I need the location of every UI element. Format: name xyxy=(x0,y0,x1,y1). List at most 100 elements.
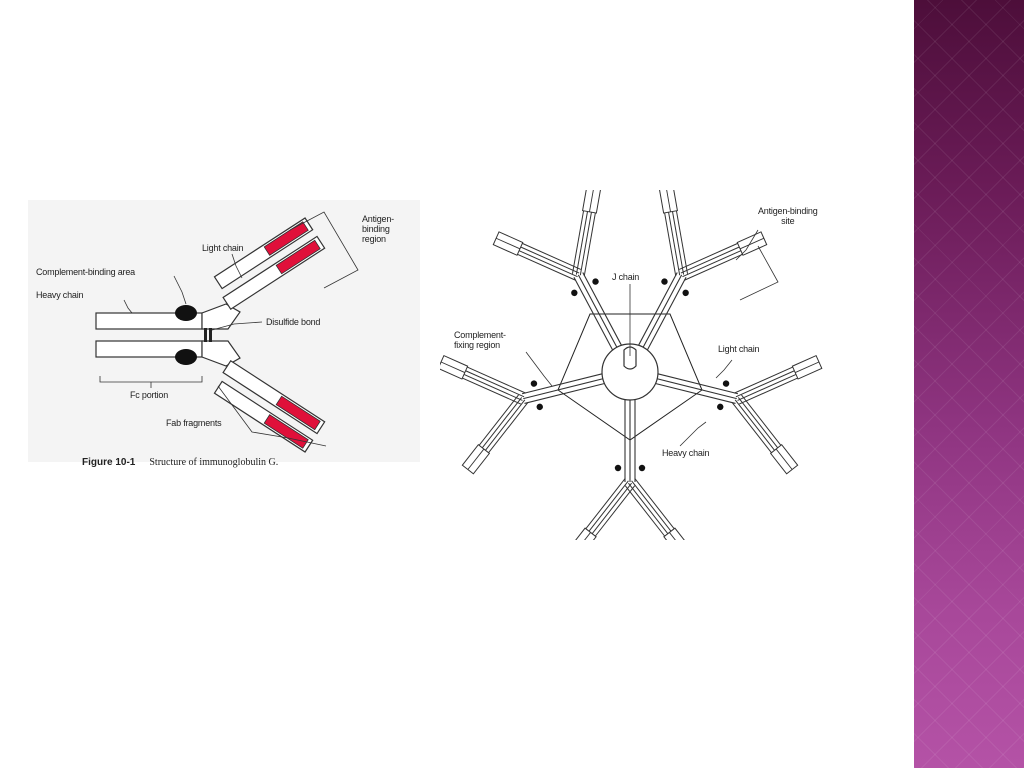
lower-heavy-variable xyxy=(275,395,321,431)
complement-binding-area-lower xyxy=(175,349,197,365)
variable-region-split xyxy=(795,361,820,373)
chain-line xyxy=(734,399,775,451)
chain-line xyxy=(737,373,797,401)
j-chain-loop xyxy=(623,346,637,370)
chain-line xyxy=(583,212,596,277)
leader-light-chain xyxy=(231,253,243,279)
chain-line xyxy=(668,212,681,276)
chain-line xyxy=(634,477,675,530)
chain-line xyxy=(467,366,526,394)
chain-line xyxy=(624,485,666,537)
chain-line xyxy=(522,242,582,270)
label-light-chain: Light chain xyxy=(202,243,244,253)
complement-fixing-dot xyxy=(661,278,668,285)
variable-region-box xyxy=(568,527,597,540)
chain-line xyxy=(664,212,677,277)
upper-fab-arm xyxy=(213,217,326,311)
heavy-chain-stem-line xyxy=(642,274,683,348)
complement-fixing-dot xyxy=(536,403,543,411)
igg-diagram xyxy=(95,211,359,453)
chain-line xyxy=(672,211,685,275)
variable-region-split xyxy=(775,448,793,470)
chain-line xyxy=(518,250,578,278)
chain-line xyxy=(485,399,526,451)
chain-line xyxy=(481,397,523,449)
igg-structure-figure: Antigen- binding region Light chain Comp… xyxy=(28,200,420,468)
igm-monomer-unit xyxy=(568,400,692,540)
heavy-chain-stem-line xyxy=(655,383,736,404)
chain-line xyxy=(735,370,795,398)
label-fc-portion: Fc portion xyxy=(130,390,169,400)
heavy-chain-stem-line xyxy=(658,373,739,395)
igm-arm xyxy=(571,190,602,277)
chain-line xyxy=(478,394,519,446)
chain-line xyxy=(585,477,626,530)
complement-fixing-dot xyxy=(614,464,622,472)
variable-region-split xyxy=(467,448,485,470)
variable-region-split xyxy=(574,532,591,540)
heavy-chain-stem-line xyxy=(582,272,622,346)
chain-line xyxy=(588,480,629,532)
complement-fixing-dot xyxy=(571,289,578,297)
upper-heavy-variable xyxy=(275,239,321,275)
hinge-lower xyxy=(201,340,241,367)
igm-monomer-unit xyxy=(492,190,622,350)
label-antigen-binding-site: Antigen-binding site xyxy=(758,206,818,226)
pentamer-link-lines xyxy=(557,313,703,441)
chain-line xyxy=(683,253,743,281)
igm-arm xyxy=(731,394,799,475)
heavy-chain-stem-line xyxy=(638,272,678,346)
label-light-chain-2: Light chain xyxy=(718,344,760,354)
chain-line xyxy=(575,211,588,275)
decorative-side-bar xyxy=(914,0,1024,768)
disulfide-bond-marker-1 xyxy=(204,328,207,342)
heavy-chain-stem-line xyxy=(523,378,603,400)
variable-region-split xyxy=(669,532,686,540)
antigen-binding-bracket xyxy=(289,211,359,289)
igm-pentamer-figure: Antigen-binding site J chain Complement-… xyxy=(440,190,860,540)
chain-line xyxy=(631,480,672,532)
leader-antigen-binding-site xyxy=(735,229,759,261)
igm-arm xyxy=(624,477,692,540)
chain-line xyxy=(463,373,523,401)
igm-monomer-unit xyxy=(655,354,823,475)
heavy-chain-stem-line xyxy=(577,274,618,348)
label-heavy-chain-2: Heavy chain xyxy=(662,448,710,458)
chain-line xyxy=(675,210,689,274)
upper-light-variable xyxy=(263,221,309,256)
igm-monomer-unit xyxy=(440,354,605,475)
hinge-upper xyxy=(201,303,241,330)
chain-line xyxy=(731,401,772,454)
label-fab-fragments: Fab fragments xyxy=(166,418,222,428)
chain-line xyxy=(628,482,669,534)
complement-binding-area-upper xyxy=(175,305,197,321)
leader-light-chain xyxy=(715,359,733,379)
figure-caption: Figure 10-1 Structure of immunoglobulin G… xyxy=(82,457,278,468)
heavy-chain-stem-line xyxy=(521,373,602,395)
label-j-chain: J chain xyxy=(612,272,640,282)
igm-monomer-unit xyxy=(638,190,768,350)
leader-complement-fixing xyxy=(525,351,553,387)
figure-number: Figure 10-1 xyxy=(82,457,136,468)
chain-line xyxy=(741,394,782,446)
variable-region-split xyxy=(440,361,465,373)
chain-line xyxy=(738,377,798,405)
chain-line xyxy=(682,250,742,278)
chain-line xyxy=(737,397,779,449)
label-antigen-binding-region: Antigen- binding region xyxy=(362,214,394,244)
chain-line xyxy=(488,401,529,454)
complement-fixing-dot xyxy=(530,380,538,387)
igm-arm xyxy=(658,190,689,277)
chain-line xyxy=(594,485,636,537)
label-complement-fixing-region: Complement- fixing region xyxy=(454,330,506,350)
figure-caption-text: Structure of immunoglobulin G. xyxy=(149,457,279,468)
leader-heavy-chain xyxy=(123,299,133,314)
variable-region-split xyxy=(495,237,521,250)
heavy-chain-stem-line xyxy=(647,276,687,350)
fc-portion-bracket xyxy=(99,376,203,383)
heavy-chain-stem-line xyxy=(573,276,613,350)
chain-line xyxy=(465,370,525,398)
chain-line xyxy=(571,210,585,274)
label-heavy-chain: Heavy chain xyxy=(36,290,84,300)
